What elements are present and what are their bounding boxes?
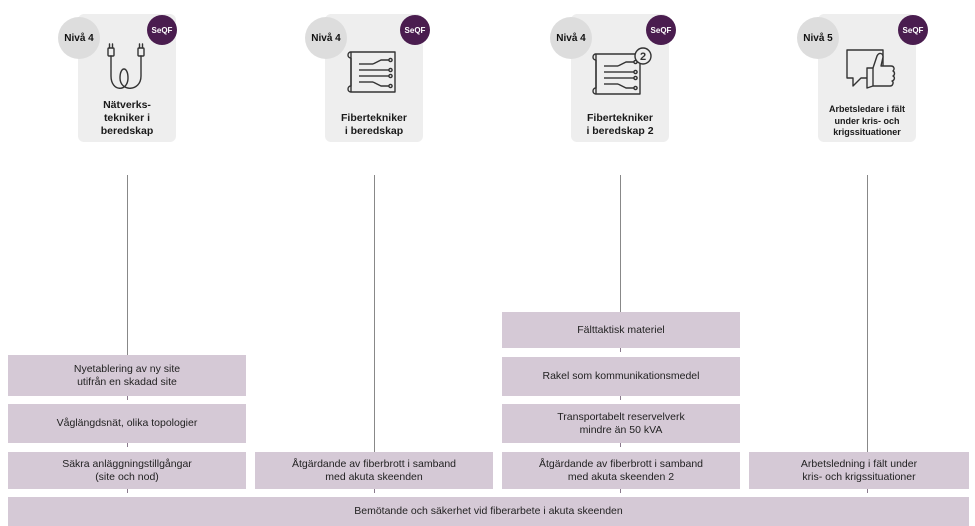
level-badge: Nivå 4 bbox=[58, 17, 100, 59]
icon-level-number: 2 bbox=[640, 51, 646, 63]
connector-line bbox=[867, 175, 868, 452]
seqf-badge: SeQF bbox=[147, 15, 177, 45]
level-badge: Nivå 4 bbox=[305, 17, 347, 59]
module-connector-tick bbox=[867, 489, 868, 493]
role-title: Fibertekniker i beredskap bbox=[314, 112, 434, 138]
module-box: Åtgärdande av fiberbrott i samband med a… bbox=[255, 452, 493, 489]
module-box: Transportabelt reservelverk mindre än 50… bbox=[502, 404, 740, 443]
module-box: Fälttaktisk materiel bbox=[502, 312, 740, 348]
seqf-badge: SeQF bbox=[646, 15, 676, 45]
role-title-text: Nätverks- tekniker i beredskap bbox=[100, 99, 154, 137]
connector-line bbox=[620, 175, 621, 312]
module-box: Åtgärdande av fiberbrott i samband med a… bbox=[502, 452, 740, 489]
level-badge: Nivå 4 bbox=[550, 17, 592, 59]
role-title: Fibertekniker i beredskap 2 bbox=[560, 112, 680, 138]
module-connector-tick bbox=[127, 489, 128, 493]
role-title: Arbetsledare i fält under kris- och krig… bbox=[807, 104, 927, 139]
connector-line bbox=[127, 175, 128, 355]
module-connector-tick bbox=[620, 443, 621, 447]
module-connector-tick bbox=[620, 348, 621, 352]
connector-line bbox=[374, 175, 375, 452]
thumbs-up-speech-bubble-icon bbox=[846, 49, 896, 89]
module-box: Säkra anläggningstillgångar (site och no… bbox=[8, 452, 246, 489]
role-title: Nätverks- tekniker i beredskap bbox=[67, 99, 187, 138]
module-connector-tick bbox=[127, 443, 128, 447]
level-badge: Nivå 5 bbox=[797, 17, 839, 59]
foundation-module-box: Bemötande och säkerhet vid fiberarbete i… bbox=[8, 497, 969, 526]
fiber-blueprint-icon bbox=[347, 51, 396, 93]
role-title-text: Fibertekniker i beredskap bbox=[341, 112, 407, 137]
ethernet-cable-icon bbox=[107, 43, 145, 89]
seqf-badge: SeQF bbox=[898, 15, 928, 45]
fiber-blueprint-level-2-icon: 2 bbox=[592, 47, 652, 95]
module-connector-tick bbox=[620, 396, 621, 400]
role-title-text: Arbetsledare i fält under kris- och krig… bbox=[828, 104, 906, 137]
module-connector-tick bbox=[620, 489, 621, 493]
module-box: Arbetsledning i fält under kris- och kri… bbox=[749, 452, 969, 489]
module-connector-tick bbox=[127, 396, 128, 400]
module-box: Våglängdsnät, olika topologier bbox=[8, 404, 246, 443]
module-box: Nyetablering av ny site utifrån en skada… bbox=[8, 355, 246, 396]
seqf-badge: SeQF bbox=[400, 15, 430, 45]
module-box: Rakel som kommunikationsmedel bbox=[502, 357, 740, 396]
role-title-text: Fibertekniker i beredskap 2 bbox=[586, 112, 654, 137]
module-connector-tick bbox=[374, 489, 375, 493]
